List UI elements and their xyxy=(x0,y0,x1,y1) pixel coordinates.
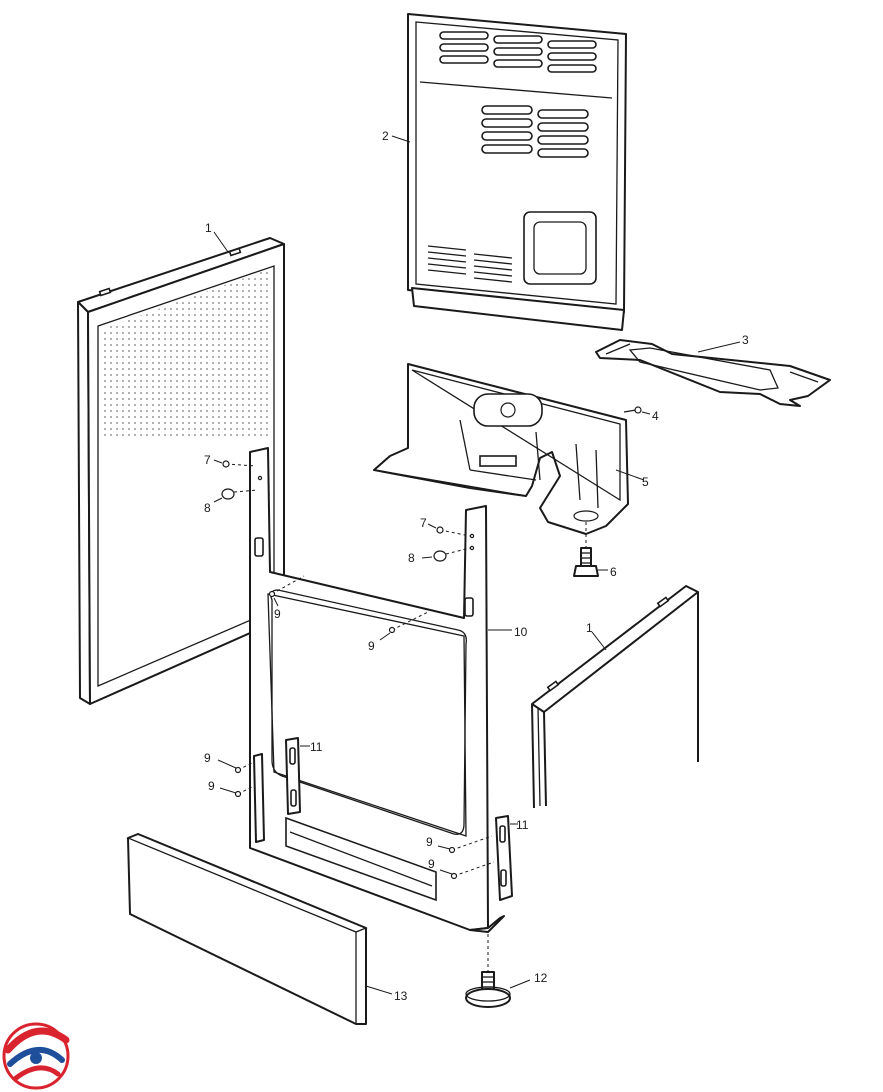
callout-9-upper-middle: 9 xyxy=(368,639,375,653)
screw-4 xyxy=(623,406,642,414)
callout-7-left: 7 xyxy=(204,453,211,467)
adjustable-foot xyxy=(465,934,511,1008)
screw-9-lower-right-1 xyxy=(437,835,493,854)
callout-9-lower-right-2: 9 xyxy=(428,857,435,871)
callout-2: 2 xyxy=(382,129,389,143)
rear-panel-bottom-vents xyxy=(427,245,513,283)
front-frame xyxy=(249,447,505,933)
callout-9-lower-right-1: 9 xyxy=(426,835,433,849)
screw-7-left xyxy=(222,460,257,468)
bracket-plate xyxy=(595,339,831,407)
brand-swirl-icon xyxy=(2,1022,70,1090)
plug-8-left xyxy=(221,488,259,500)
screw-9-lower-right-2 xyxy=(439,861,495,880)
callout-3: 3 xyxy=(742,333,749,347)
callout-11-right: 11 xyxy=(516,818,529,832)
callout-10: 10 xyxy=(514,625,528,639)
callout-6: 6 xyxy=(610,565,617,579)
callout-9-lower-left-1: 9 xyxy=(204,751,211,765)
rear-panel-middle-vents xyxy=(481,105,589,158)
rear-panel-top-vents xyxy=(439,31,597,73)
bolt-6 xyxy=(573,522,599,577)
shelf-bracket xyxy=(373,363,629,535)
callout-8-left: 8 xyxy=(204,501,211,515)
callout-11-left: 11 xyxy=(310,740,323,754)
callout-4: 4 xyxy=(652,409,659,423)
kick-panel xyxy=(126,833,368,1025)
side-panel-right xyxy=(531,585,699,809)
rear-panel xyxy=(407,13,627,331)
side-panel-left xyxy=(77,237,285,705)
screw-7-right xyxy=(436,526,471,537)
callout-1-right: 1 xyxy=(586,621,593,635)
callout-9-lower-left-2: 9 xyxy=(208,779,215,793)
callout-13: 13 xyxy=(394,989,408,1003)
callout-5: 5 xyxy=(642,475,649,489)
callout-1-left: 1 xyxy=(205,221,212,235)
callout-7-right: 7 xyxy=(420,516,427,530)
callout-9-upper-left: 9 xyxy=(274,607,281,621)
hinge-bracket-11-left xyxy=(253,737,301,843)
screw-9-upper-left xyxy=(268,575,305,607)
plug-8-right xyxy=(433,547,471,562)
hinge-bracket-11-right xyxy=(495,815,513,901)
callout-8-right: 8 xyxy=(408,551,415,565)
screw-9-upper-middle xyxy=(379,611,429,641)
callout-12: 12 xyxy=(534,971,548,985)
